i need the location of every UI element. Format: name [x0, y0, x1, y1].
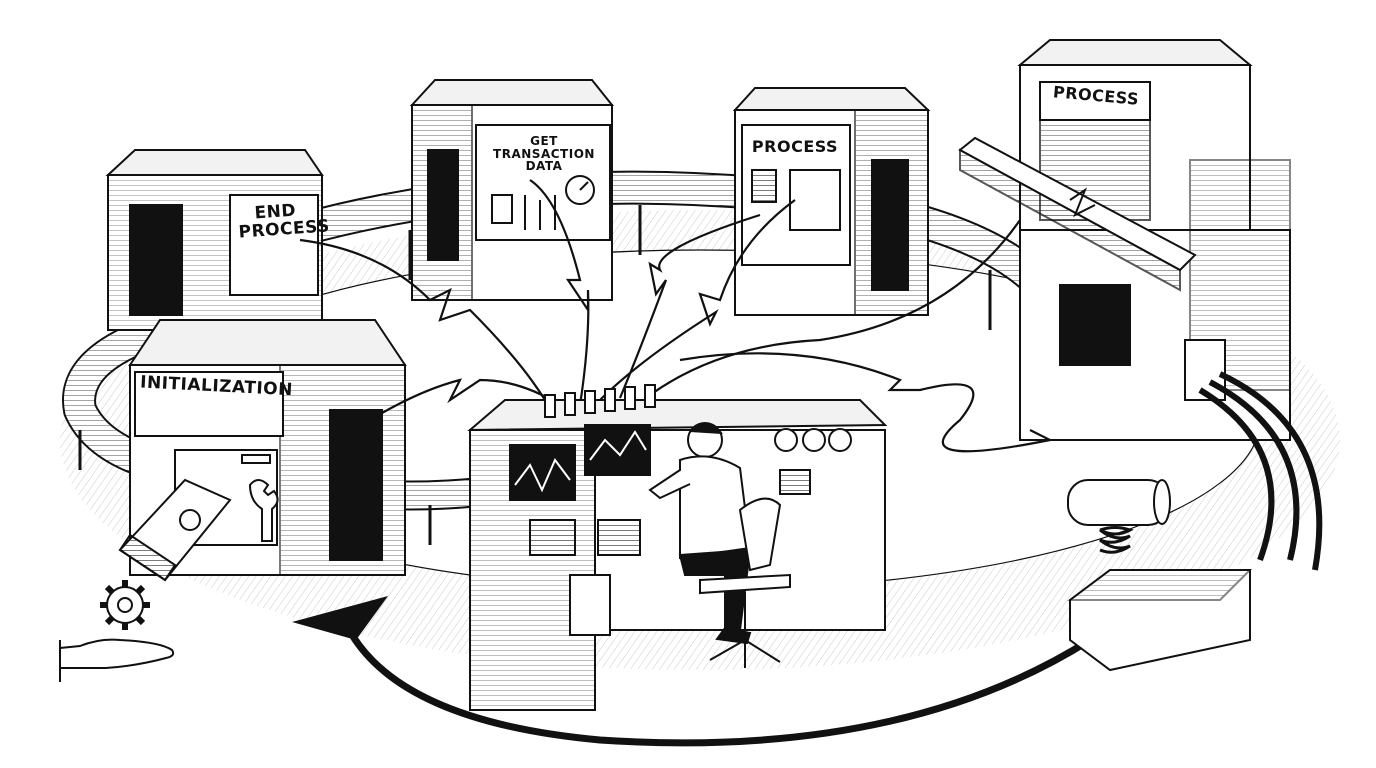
station-end-process — [105, 149, 324, 331]
signal-cables — [299, 179, 1054, 453]
gear-icon — [100, 509, 201, 630]
get-transaction-data-label: GET TRANSACTION DATA — [493, 134, 595, 174]
person-at-control-console-icon — [648, 422, 791, 668]
station-process-1 — [732, 87, 931, 316]
curved-arrow-icon — [292, 596, 1092, 747]
broken-beam-icon — [958, 136, 1197, 292]
wrench-icon — [248, 479, 279, 542]
end-process-label: END PROCESS — [237, 200, 331, 243]
power-cables — [1198, 371, 1323, 571]
open-hand-icon — [59, 638, 175, 682]
process-label-1: PROCESS — [751, 137, 839, 156]
station-get-transaction-data — [409, 79, 615, 301]
control-console — [467, 384, 888, 711]
spring-plunger-icon — [1067, 479, 1253, 672]
